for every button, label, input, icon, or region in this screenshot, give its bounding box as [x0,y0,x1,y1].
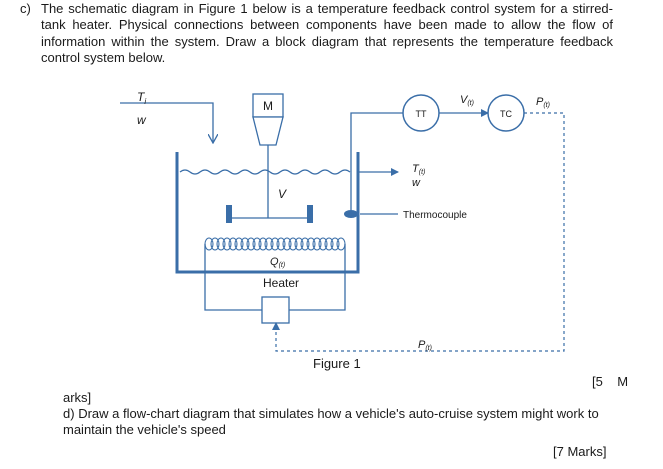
inlet-flow-label: w [137,113,147,127]
control-signal-line [272,112,565,352]
bottom-signal-label: P(t) [418,339,432,352]
inlet-temp-label: Ti [137,90,146,106]
question-d-text: Draw a flow-chart diagram that simulates… [63,406,599,438]
question-c-label: c) [20,1,31,16]
question-c-text: The schematic diagram in Figure 1 below … [41,1,613,65]
heater-power-unit [261,296,290,324]
controller-signal-label: P(t) [536,96,550,109]
heater-wiring [204,244,346,311]
question-d-label: d) [63,406,75,421]
motor-label: M [263,99,273,113]
question-d: d) Draw a flow-chart diagram that simula… [63,406,623,439]
outlet-temp-label: T(t) [412,163,425,176]
agitator-blade-left [226,205,232,223]
thermocouple-sensor [344,210,358,218]
outlet-flow-label: w [412,177,421,189]
agitator-blade-right [307,205,313,223]
heater-coil [204,237,346,251]
transmitter-signal-label: V(t) [460,94,474,107]
thermocouple-signal-line [350,112,403,210]
marks-c-continued: arks] [63,390,92,405]
liquid-surface [179,169,351,175]
marks-d: [7 Marks] [553,444,607,459]
tank-wall [175,152,360,274]
question-c: c) The schematic diagram in Figure 1 bel… [20,1,620,66]
motor-gearbox [252,116,284,146]
heater-label: Heater [263,276,299,290]
controller-label: TC [500,109,512,119]
marks-c: [5 M [592,374,629,389]
thermocouple-label: Thermocouple [403,210,467,221]
figure-caption: Figure 1 [313,356,361,371]
transmitter-label: TT [416,109,427,119]
heat-label: Q(t) [270,256,285,269]
inlet-pipe [120,102,213,143]
volume-label: V [278,187,287,201]
